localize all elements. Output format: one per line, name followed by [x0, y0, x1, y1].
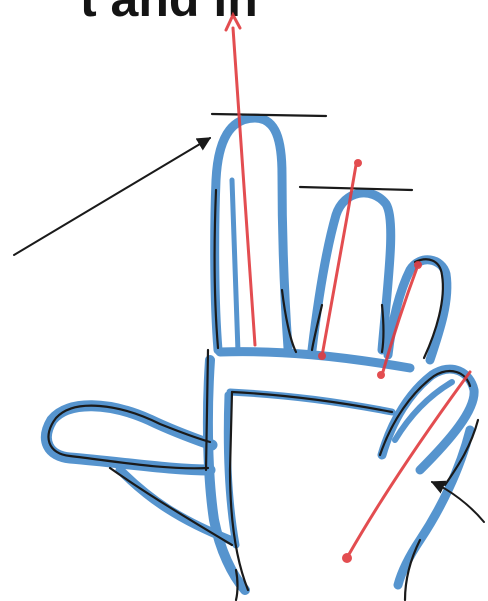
pinky-base-dot [342, 553, 352, 563]
ring-finger [388, 260, 447, 360]
ring-base-dot [377, 371, 385, 379]
red-center-lines [226, 15, 470, 563]
arrow-to-index-tip [14, 138, 210, 255]
index-finger-inner-stroke [232, 180, 238, 352]
index-finger [215, 118, 288, 350]
ring-tip-dot [414, 261, 422, 269]
middle-tip-dot [354, 159, 362, 167]
middle-base-dot [318, 352, 326, 360]
thumb [46, 406, 212, 470]
blue-structure-strokes [46, 118, 474, 590]
middle-finger [312, 193, 391, 350]
black-contour-lines [48, 114, 478, 600]
knuckle-line-lower [230, 392, 392, 412]
middle-length-guide [300, 187, 412, 190]
index-length-guide [212, 114, 326, 116]
